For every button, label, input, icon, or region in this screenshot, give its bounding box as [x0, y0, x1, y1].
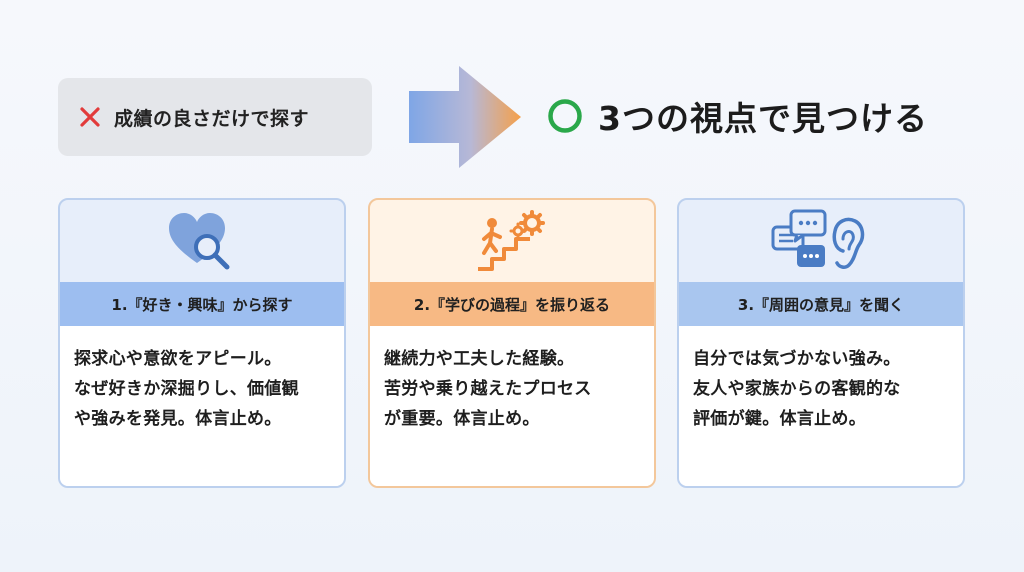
card-line: 探求心や意欲をアピール。 — [74, 349, 282, 369]
card-icon-area — [370, 200, 654, 282]
card-body: 探求心や意欲をアピール。 なぜ好きか深掘りし、価値観 や強みを発見。体言止め。 — [60, 326, 344, 486]
card-heading: 1.『好き・興味』から探す — [60, 282, 344, 326]
card-line: や強みを発見。体言止め。 — [74, 409, 282, 429]
card-line: が重要。体言止め。 — [384, 409, 540, 429]
viewpoint-card-opinions: 3.『周囲の意見』を聞く 自分では気づかない強み。 友人や家族からの客観的な 評… — [677, 198, 965, 488]
viewpoint-card-learning: 2.『学びの過程』を振り返る 継続力や工夫した経験。 苦労や乗り越えたプロセス … — [368, 198, 656, 488]
card-heading: 3.『周囲の意見』を聞く — [679, 282, 963, 326]
card-line: 苦労や乗り越えたプロセス — [384, 379, 592, 399]
card-line: 継続力や工夫した経験。 — [384, 349, 575, 369]
old-approach-box: 成績の良さだけで探す — [58, 78, 372, 156]
card-body: 継続力や工夫した経験。 苦労や乗り越えたプロセス が重要。体言止め。 — [370, 326, 654, 486]
circle-check-icon — [548, 99, 582, 133]
old-approach-label: 成績の良さだけで探す — [114, 107, 310, 130]
speech-ear-icon — [771, 209, 865, 269]
new-approach-heading: 3つの視点で見つける — [546, 92, 928, 140]
stairs-gears-icon — [478, 210, 545, 271]
card-icon-area — [60, 200, 344, 282]
viewpoint-card-interest: 1.『好き・興味』から探す 探求心や意欲をアピール。 なぜ好きか深掘りし、価値観… — [58, 198, 346, 488]
card-line: 友人や家族からの客観的な — [693, 379, 901, 399]
card-body: 自分では気づかない強み。 友人や家族からの客観的な 評価が鍵。体言止め。 — [679, 326, 963, 486]
cross-icon — [80, 107, 100, 127]
heart-magnifier-icon — [169, 213, 230, 270]
card-icon-area — [679, 200, 963, 282]
card-line: 評価が鍵。体言止め。 — [693, 409, 866, 429]
card-line: なぜ好きか深掘りし、価値観 — [74, 379, 299, 399]
right-arrow-icon — [409, 66, 521, 168]
new-approach-label: 3つの視点で見つける — [598, 99, 928, 138]
card-line: 自分では気づかない強み。 — [693, 349, 901, 369]
card-heading: 2.『学びの過程』を振り返る — [370, 282, 654, 326]
